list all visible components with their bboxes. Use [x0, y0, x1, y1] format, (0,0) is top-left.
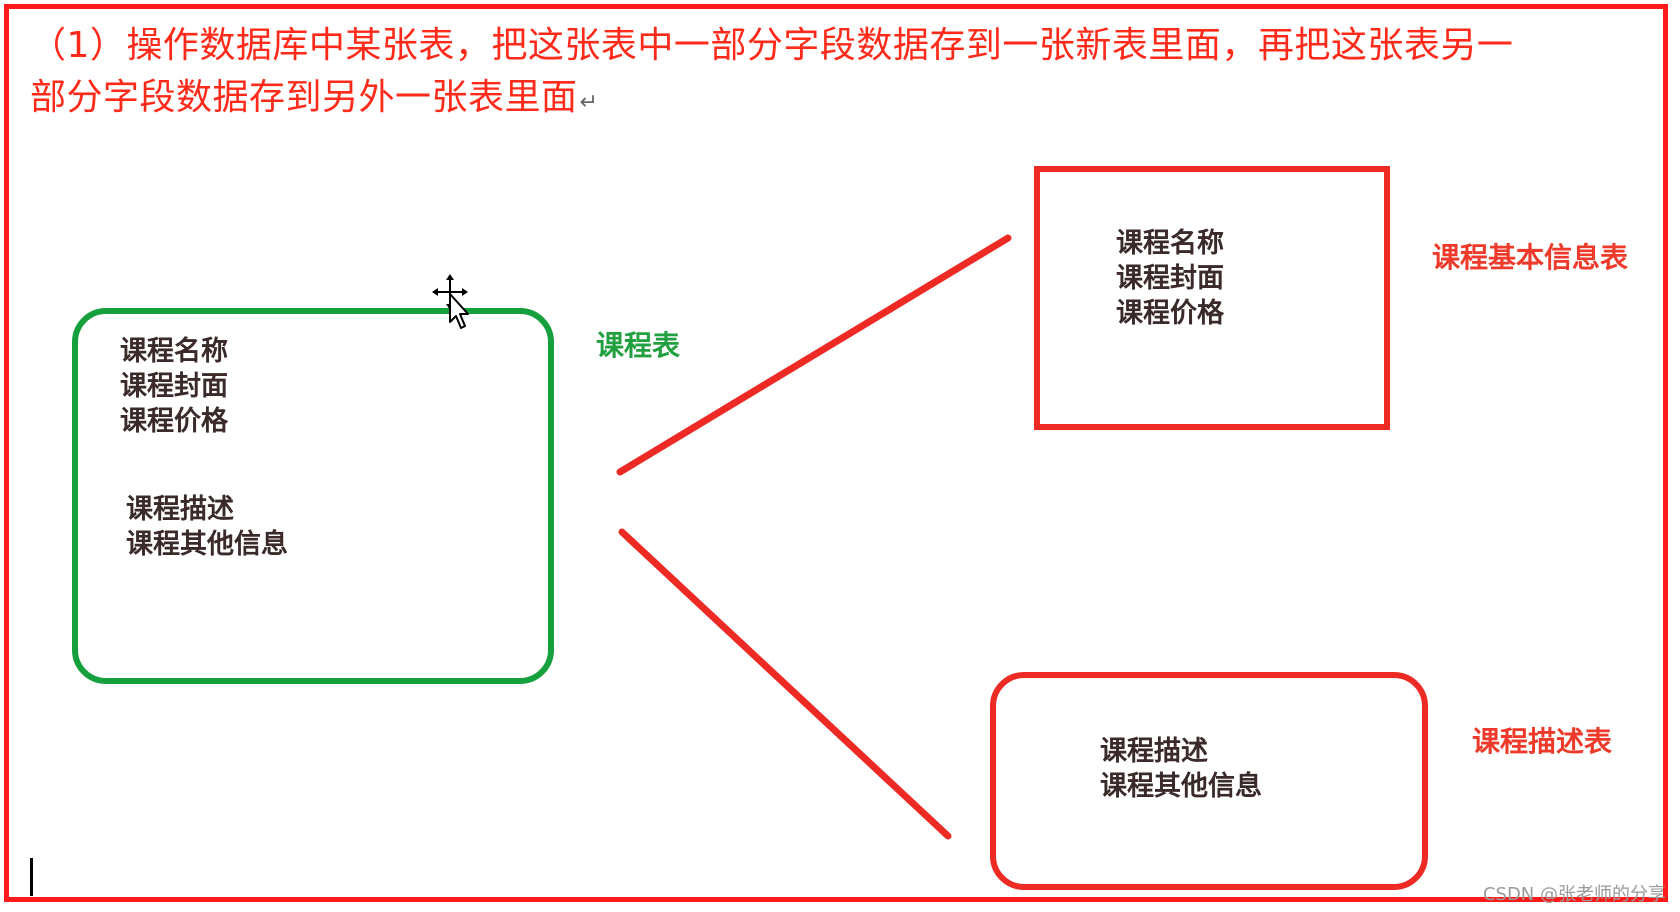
heading-line-1: （1）操作数据库中某张表，把这张表中一部分字段数据存到一张新表里面，再把这张表另…: [30, 25, 1514, 66]
watermark: CSDN @张老师的分享: [1482, 884, 1666, 905]
description-table-box: [990, 672, 1428, 890]
desc-field-other-info: 课程其他信息: [1100, 771, 1262, 802]
outer-frame: [4, 4, 1668, 902]
connector-to-basic-table: [616, 234, 1012, 476]
source-field-name: 课程名称: [120, 336, 228, 367]
source-field-other-info: 课程其他信息: [126, 529, 288, 560]
source-field-price: 课程价格: [120, 406, 228, 437]
basic-info-table-label: 课程基本信息表: [1432, 241, 1629, 274]
return-mark-icon: ↵: [579, 90, 599, 115]
basic-info-table-box: [1034, 166, 1390, 430]
source-table-label: 课程表: [596, 329, 681, 362]
move-arrow-cursor-icon: [432, 274, 469, 329]
basic-field-name: 课程名称: [1116, 228, 1224, 259]
text-caret: [30, 858, 33, 896]
source-field-cover: 课程封面: [120, 371, 228, 402]
desc-field-description: 课程描述: [1100, 736, 1208, 767]
connector-to-description-table: [618, 528, 952, 840]
heading-text: （1）操作数据库中某张表，把这张表中一部分字段数据存到一张新表里面，再把这张表另…: [30, 20, 1660, 129]
heading-line-2-text: 部分字段数据存到另外一张表里面: [30, 77, 578, 118]
heading-line-2: 部分字段数据存到另外一张表里面↵: [30, 72, 1660, 129]
source-table-box: [72, 308, 554, 684]
source-field-description: 课程描述: [126, 494, 234, 525]
basic-field-price: 课程价格: [1116, 298, 1224, 329]
description-table-label: 课程描述表: [1472, 725, 1613, 758]
basic-field-cover: 课程封面: [1116, 263, 1224, 294]
